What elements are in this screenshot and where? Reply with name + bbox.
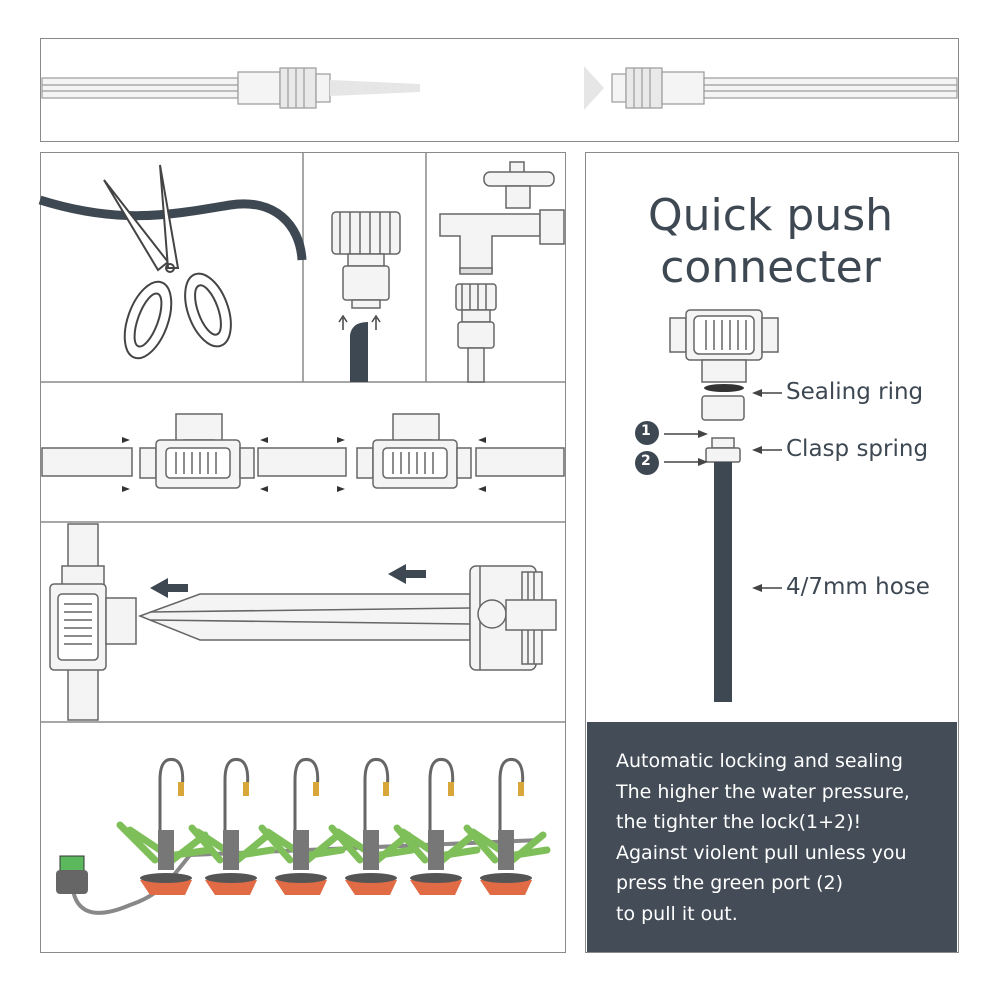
- description-line: the tighter the lock(1+2)!: [616, 811, 862, 833]
- insert-arrows: [150, 564, 426, 598]
- tee-connector-row: [41, 413, 565, 492]
- description-line: press the green port (2): [616, 872, 844, 894]
- plant-unit: [328, 757, 416, 895]
- description-line: to pull it out.: [616, 902, 738, 925]
- tee-connector-left: [139, 413, 255, 489]
- badge-2: 2: [641, 453, 651, 469]
- step-badges: [635, 421, 659, 475]
- push-arrows: [122, 437, 486, 492]
- plant-unit: [258, 757, 346, 895]
- plant-unit: [463, 757, 551, 895]
- push-fit-illustration: [331, 211, 401, 382]
- title-line-1: Quick push: [647, 190, 894, 241]
- description-line: Against violent pull unless you: [616, 841, 907, 864]
- description-text: Automatic locking and sealing The higher…: [616, 746, 946, 929]
- description-line: Automatic locking and sealing: [616, 750, 903, 772]
- watering-system-illustration: [56, 757, 551, 915]
- exploded-connector-illustration: [635, 309, 782, 702]
- product-title: Quick push connecter: [588, 190, 953, 294]
- nozzle-insertion-illustration: [49, 523, 557, 721]
- faucet-illustration: [439, 161, 565, 383]
- pointer-arrows: [664, 389, 782, 592]
- plant-unit: [188, 757, 276, 895]
- description-box: [587, 722, 957, 952]
- clasp-spring-label: Clasp spring: [786, 436, 929, 462]
- sealing-ring-label: Sealing ring: [786, 379, 924, 405]
- panel-separators: [40, 152, 566, 723]
- title-line-2: connecter: [660, 242, 881, 293]
- plant-unit: [393, 757, 481, 895]
- banner-hose-illustration: [41, 66, 958, 110]
- scissors-illustration: [38, 164, 307, 360]
- tee-connector-right: [356, 413, 472, 489]
- description-line: The higher the water pressure,: [616, 780, 910, 803]
- hose-label: 4/7mm hose: [786, 574, 930, 600]
- badge-1: 1: [641, 423, 651, 439]
- plant-unit: [116, 757, 214, 895]
